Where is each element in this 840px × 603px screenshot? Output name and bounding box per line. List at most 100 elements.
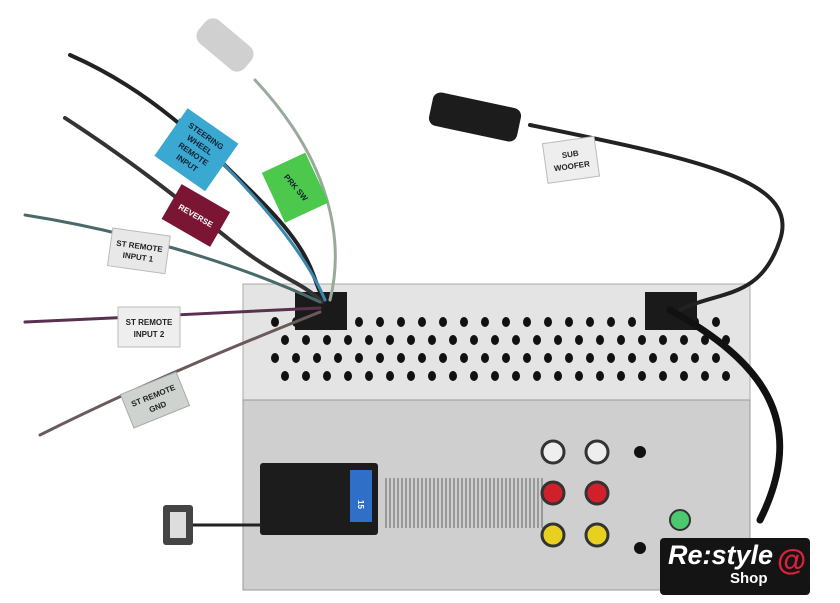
- label-st-remote-gnd: ST REMOTEGND: [119, 371, 191, 429]
- vent-hole: [575, 371, 583, 381]
- fin: [413, 478, 415, 528]
- vent-hole: [607, 353, 615, 363]
- restyle-shop-logo: Re:style Shop @: [660, 538, 810, 595]
- vent-hole: [638, 371, 646, 381]
- vent-hole: [701, 371, 709, 381]
- vent-hole: [680, 371, 688, 381]
- vent-hole: [407, 371, 415, 381]
- fin: [449, 478, 451, 528]
- fin: [533, 478, 535, 528]
- fin: [453, 478, 455, 528]
- vent-hole: [512, 335, 520, 345]
- vent-hole: [313, 353, 321, 363]
- vent-hole: [344, 371, 352, 381]
- fin: [521, 478, 523, 528]
- vent-hole: [344, 335, 352, 345]
- fin: [529, 478, 531, 528]
- vent-hole: [271, 353, 279, 363]
- iso-connector: [260, 463, 378, 535]
- fin: [393, 478, 395, 528]
- vent-hole: [617, 335, 625, 345]
- fin: [429, 478, 431, 528]
- vent-hole: [323, 335, 331, 345]
- label-prk-sw: PRK SW: [261, 152, 329, 223]
- vent-hole: [407, 335, 415, 345]
- fin: [389, 478, 391, 528]
- vent-hole: [302, 371, 310, 381]
- vent-hole: [502, 317, 510, 327]
- fin: [485, 478, 487, 528]
- vent-hole: [533, 335, 541, 345]
- vent-hole: [481, 353, 489, 363]
- vent-hole: [565, 317, 573, 327]
- rca-jacks: [540, 439, 691, 554]
- vent-hole: [460, 317, 468, 327]
- fin: [513, 478, 515, 528]
- vent-hole: [701, 335, 709, 345]
- fin: [505, 478, 507, 528]
- label-reverse: REVERSE: [161, 184, 231, 247]
- vent-hole: [397, 317, 405, 327]
- vent-hole: [281, 371, 289, 381]
- vent-hole: [691, 353, 699, 363]
- fin: [481, 478, 483, 528]
- vent-hole: [470, 335, 478, 345]
- vent-hole: [638, 335, 646, 345]
- label-subwoofer: SUBWOOFER: [541, 135, 601, 184]
- fin: [461, 478, 463, 528]
- vent-hole: [586, 353, 594, 363]
- logo-sub-text: Shop: [730, 570, 768, 587]
- vent-hole: [533, 371, 541, 381]
- vent-hole: [659, 371, 667, 381]
- vent-hole: [586, 317, 594, 327]
- antenna-plug: [196, 18, 254, 72]
- vent-hole: [607, 317, 615, 327]
- vent-hole: [418, 353, 426, 363]
- fin: [409, 478, 411, 528]
- heat-fins: [385, 478, 543, 528]
- vent-hole: [386, 371, 394, 381]
- cart-icon: @: [777, 544, 807, 577]
- vent-hole: [617, 371, 625, 381]
- fin: [421, 478, 423, 528]
- vent-hole: [302, 335, 310, 345]
- fin: [469, 478, 471, 528]
- vent-hole: [554, 335, 562, 345]
- vent-hole: [365, 371, 373, 381]
- vent-hole: [334, 353, 342, 363]
- fin: [465, 478, 467, 528]
- vent-hole: [449, 371, 457, 381]
- vent-hole: [481, 317, 489, 327]
- vent-hole: [281, 335, 289, 345]
- vent-hole: [365, 335, 373, 345]
- vent-hole: [512, 371, 520, 381]
- vent-hole: [554, 371, 562, 381]
- vent-hole: [575, 335, 583, 345]
- vent-hole: [649, 353, 657, 363]
- vent-hole: [292, 353, 300, 363]
- vent-hole: [712, 353, 720, 363]
- fin: [457, 478, 459, 528]
- fin: [397, 478, 399, 528]
- fin: [425, 478, 427, 528]
- fin: [525, 478, 527, 528]
- vent-hole: [449, 335, 457, 345]
- vent-hole: [502, 353, 510, 363]
- fin: [497, 478, 499, 528]
- fin: [405, 478, 407, 528]
- vent-hole: [596, 335, 604, 345]
- fin: [433, 478, 435, 528]
- fin: [417, 478, 419, 528]
- vent-hole: [355, 353, 363, 363]
- fin: [541, 478, 543, 528]
- vent-hole: [323, 371, 331, 381]
- fuse: [350, 470, 372, 522]
- vent-hole: [386, 335, 394, 345]
- vent-hole: [544, 353, 552, 363]
- vent-hole: [418, 317, 426, 327]
- vent-hole: [491, 335, 499, 345]
- vent-hole: [271, 317, 279, 327]
- vent-hole: [565, 353, 573, 363]
